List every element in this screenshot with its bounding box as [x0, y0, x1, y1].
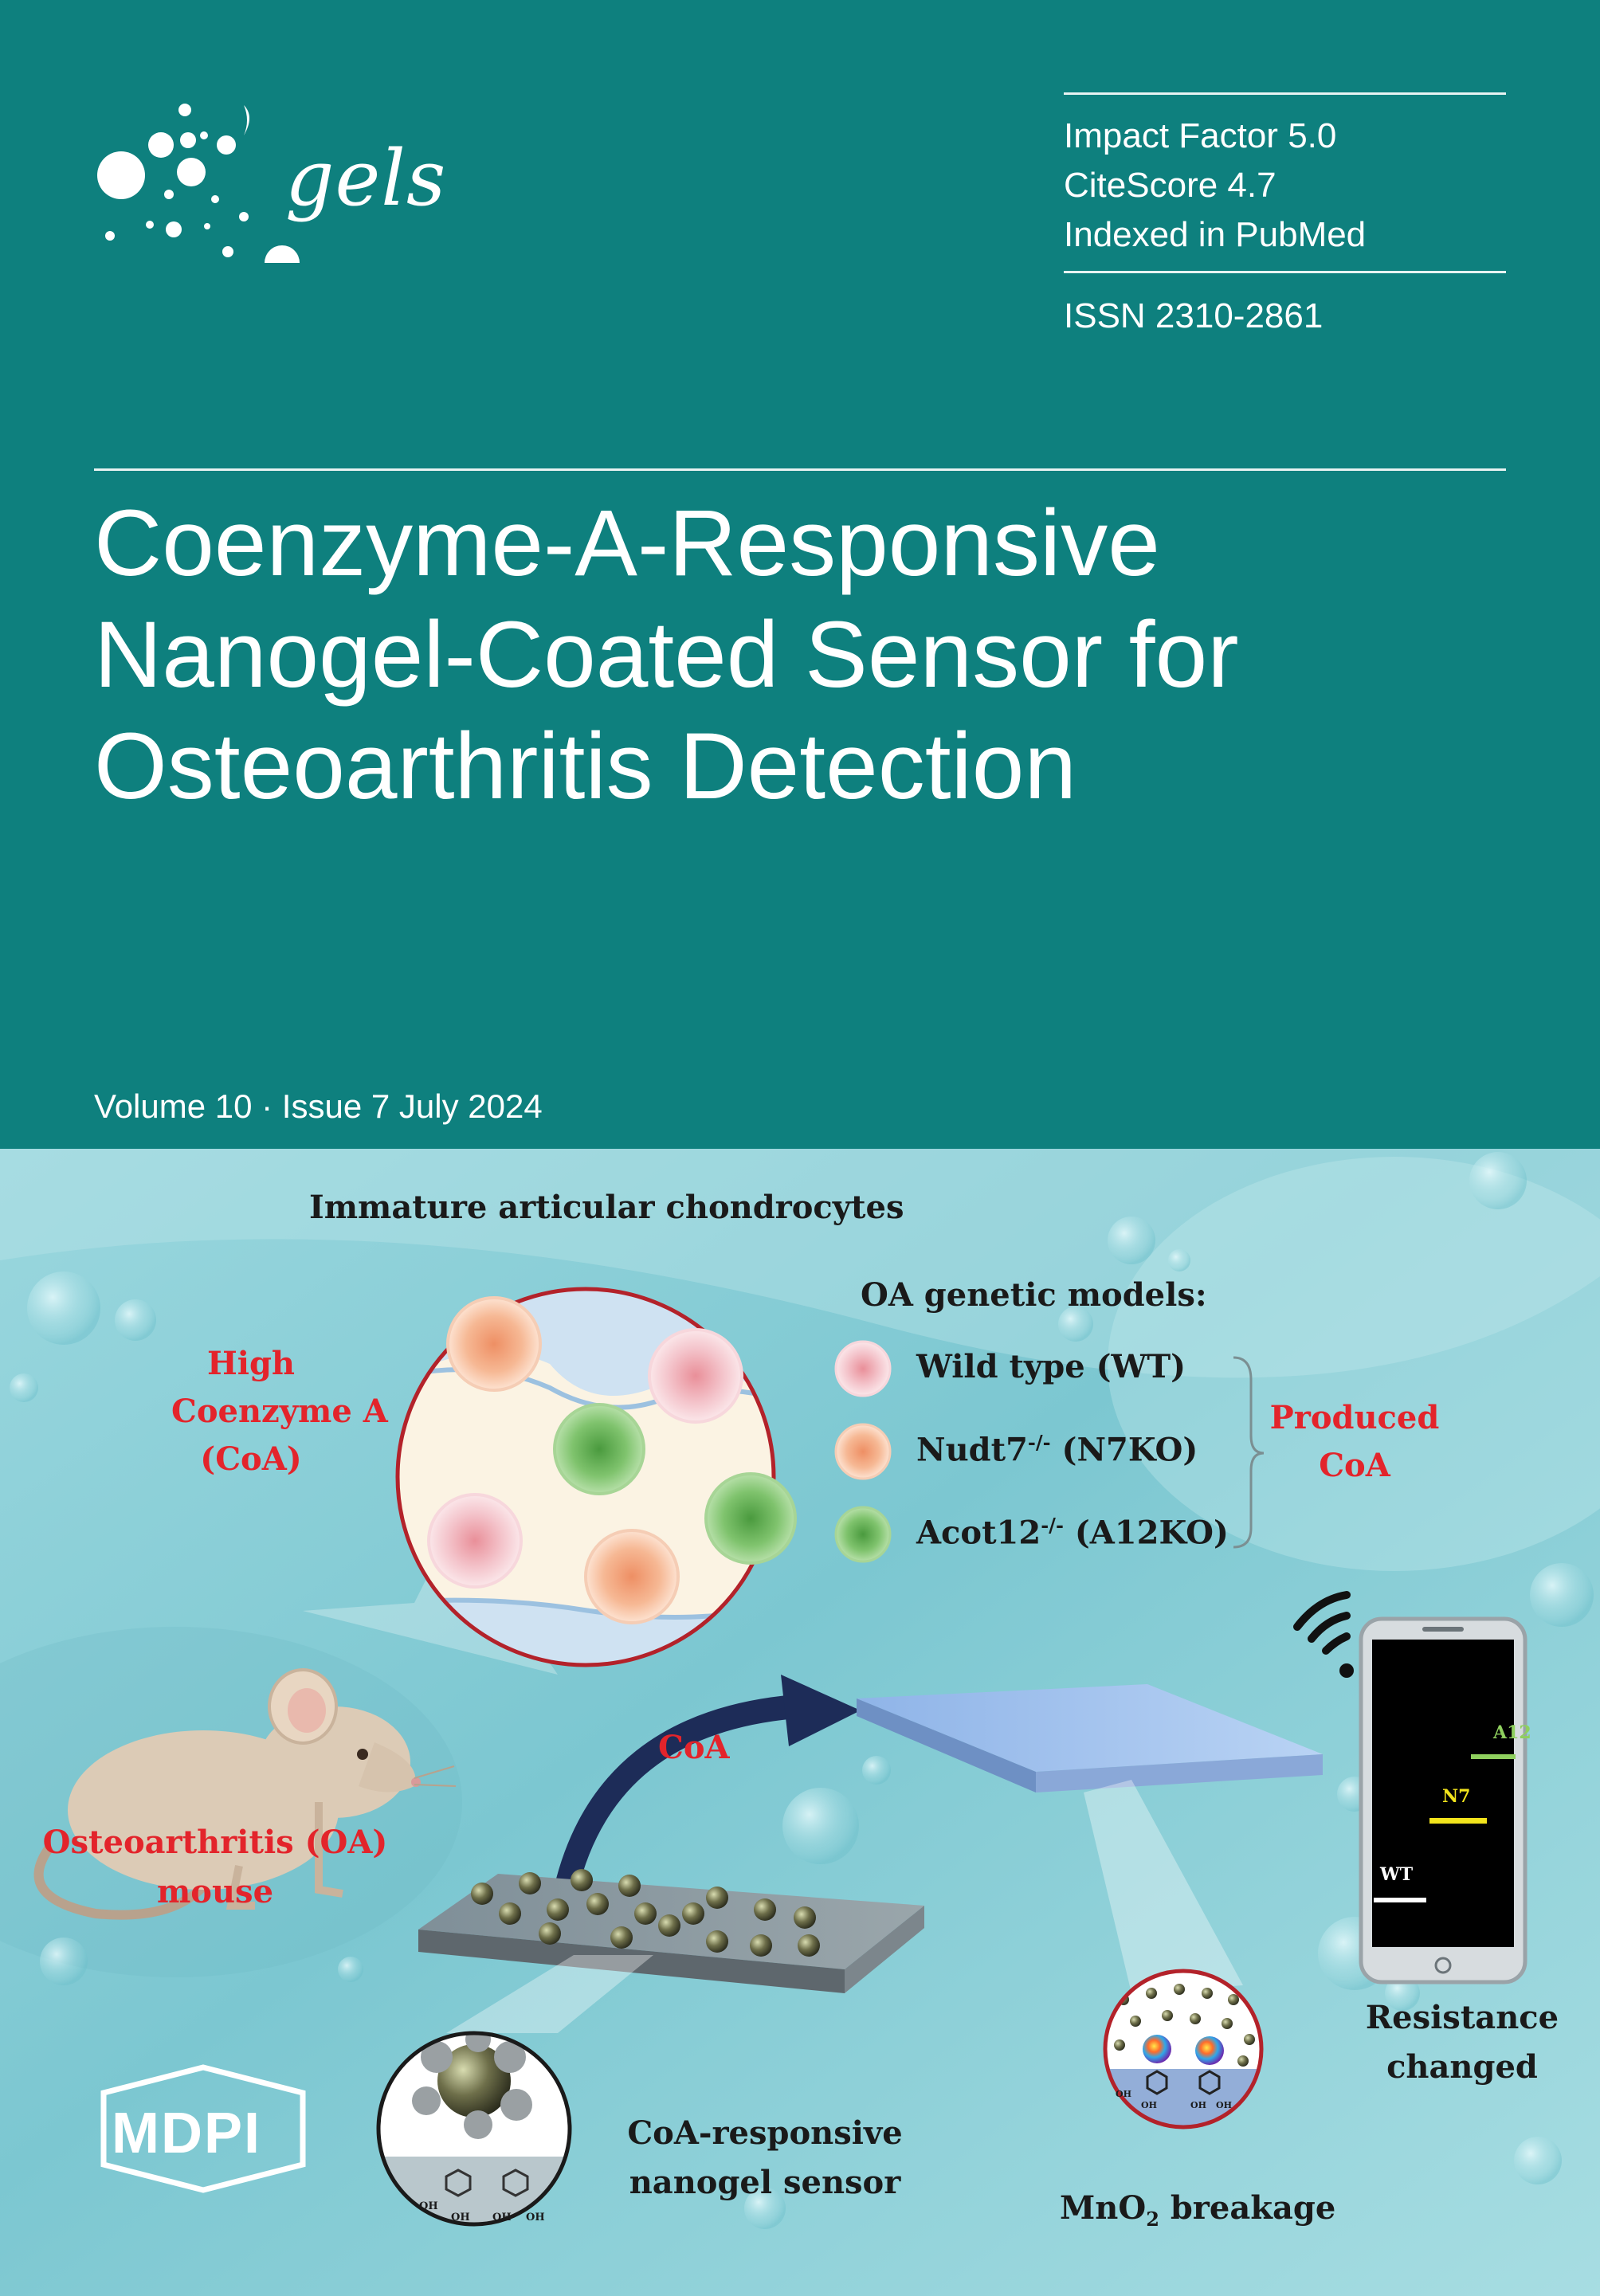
oh-label: OH [1190, 2100, 1206, 2110]
resistance-line: changed [1386, 2048, 1538, 2086]
produced-coa-line: Produced [1269, 1399, 1440, 1436]
model-n7ko-base: Nudt7 [916, 1431, 1028, 1469]
resistance-line: Resistance [1365, 1999, 1559, 2036]
chondrocyte-circle [395, 1287, 797, 1667]
n7-bar-label: N7 [1442, 1786, 1471, 1807]
high-coa-line: (CoA) [200, 1440, 302, 1478]
mno2-prefix: MnO [1060, 2189, 1147, 2227]
oh-label: OH [526, 2212, 545, 2224]
sensor-label-line: CoA-responsive [627, 2114, 903, 2152]
figure-header: Immature articular chondrocytes [309, 1189, 904, 1226]
mno2-sub: 2 [1146, 2208, 1159, 2231]
journal-name: gels [285, 134, 447, 223]
oh-label: OH [1141, 2100, 1157, 2110]
divider [1064, 92, 1506, 95]
resistance-label: Resistance changed [1347, 1993, 1578, 2092]
oh-label: OH [1116, 2089, 1131, 2099]
model-n7ko-sup: -/- [1027, 1431, 1051, 1454]
volume-issue: Volume 10 · Issue 7 July 2024 [94, 1087, 543, 1125]
mdpi-logo-icon [100, 2064, 306, 2193]
model-a12ko: Acot12-/- (A12KO) [916, 1514, 1229, 1551]
divider [1064, 271, 1506, 273]
title-line: Nanogel-Coated Sensor for [94, 602, 1239, 707]
arrow-icon [781, 1675, 861, 1746]
cover-header: gels Impact Factor 5.0 CiteScore 4.7 Ind… [94, 92, 1528, 1125]
wt-bar-label: WT [1380, 1864, 1414, 1885]
mno2-label: MnO2 breakage [1060, 2189, 1335, 2231]
article-title: Coenzyme-A-Responsive Nanogel-Coated Sen… [94, 488, 1528, 822]
a12-bar [1471, 1754, 1516, 1759]
produced-coa-line: CoA [1319, 1447, 1390, 1484]
oh-label: OH [492, 2212, 512, 2224]
title-line: Coenzyme-A-Responsive [94, 491, 1160, 596]
a12ko-cell-icon [834, 1506, 892, 1563]
sensor-label: CoA-responsive nanogel sensor [614, 2109, 916, 2208]
indexed-in: Indexed in PubMed [1064, 215, 1367, 254]
model-wt: Wild type (WT) [916, 1348, 1186, 1385]
produced-coa-label: Produced CoA [1259, 1394, 1450, 1490]
model-a12ko-sup: -/- [1041, 1514, 1064, 1537]
wifi-icon [1293, 1591, 1354, 1678]
model-n7ko: Nudt7-/- (N7KO) [916, 1431, 1198, 1468]
models-title: OA genetic models: [861, 1276, 1207, 1314]
model-n7ko-suffix: (N7KO) [1050, 1431, 1198, 1469]
mno2-suffix: breakage [1159, 2189, 1336, 2227]
sensor-label-line: nanogel sensor [629, 2164, 901, 2201]
citescore: CiteScore 4.7 [1064, 166, 1276, 205]
mno2-zoom [1103, 1969, 1264, 2129]
coa-arrow-label: CoA [658, 1729, 730, 1766]
title-line: Osteoarthritis Detection [94, 714, 1076, 819]
high-coa-line: Coenzyme A [171, 1393, 388, 1430]
issn: ISSN 2310-2861 [1064, 296, 1324, 335]
wt-cell-icon [834, 1340, 892, 1397]
mouse-label-line: Osteoarthritis (OA) [42, 1824, 388, 1861]
high-coa-label: High Coenzyme A (CoA) [171, 1340, 388, 1483]
oh-label: OH [1216, 2100, 1232, 2110]
divider [94, 468, 1506, 471]
oh-label: OH [419, 2200, 438, 2212]
n7ko-cell-icon [834, 1423, 892, 1480]
wt-bar [1374, 1898, 1426, 1902]
a12-bar-label: A12 [1493, 1722, 1531, 1743]
high-coa-line: High [206, 1345, 296, 1382]
mouse-label: Osteoarthritis (OA) mouse [32, 1818, 398, 1917]
nanoparticles [471, 1869, 820, 1957]
graphical-abstract: Immature articular chondrocytes High Coe… [0, 1149, 1600, 2296]
publisher-name: MDPI [112, 2102, 261, 2165]
oh-label: OH [451, 2212, 470, 2224]
gels-logo-icon [97, 104, 300, 263]
model-a12ko-suffix: (A12KO) [1063, 1514, 1229, 1552]
sensor-chip [857, 1684, 1323, 1793]
n7-bar [1429, 1818, 1487, 1824]
mouse-icon [33, 1668, 457, 1920]
smartphone-icon [1359, 1616, 1527, 1985]
mouse-label-line: mouse [156, 1873, 274, 1910]
impact-factor: Impact Factor 5.0 [1064, 116, 1337, 155]
model-a12ko-base: Acot12 [916, 1514, 1041, 1552]
abstract-illustration [0, 1149, 1600, 2296]
